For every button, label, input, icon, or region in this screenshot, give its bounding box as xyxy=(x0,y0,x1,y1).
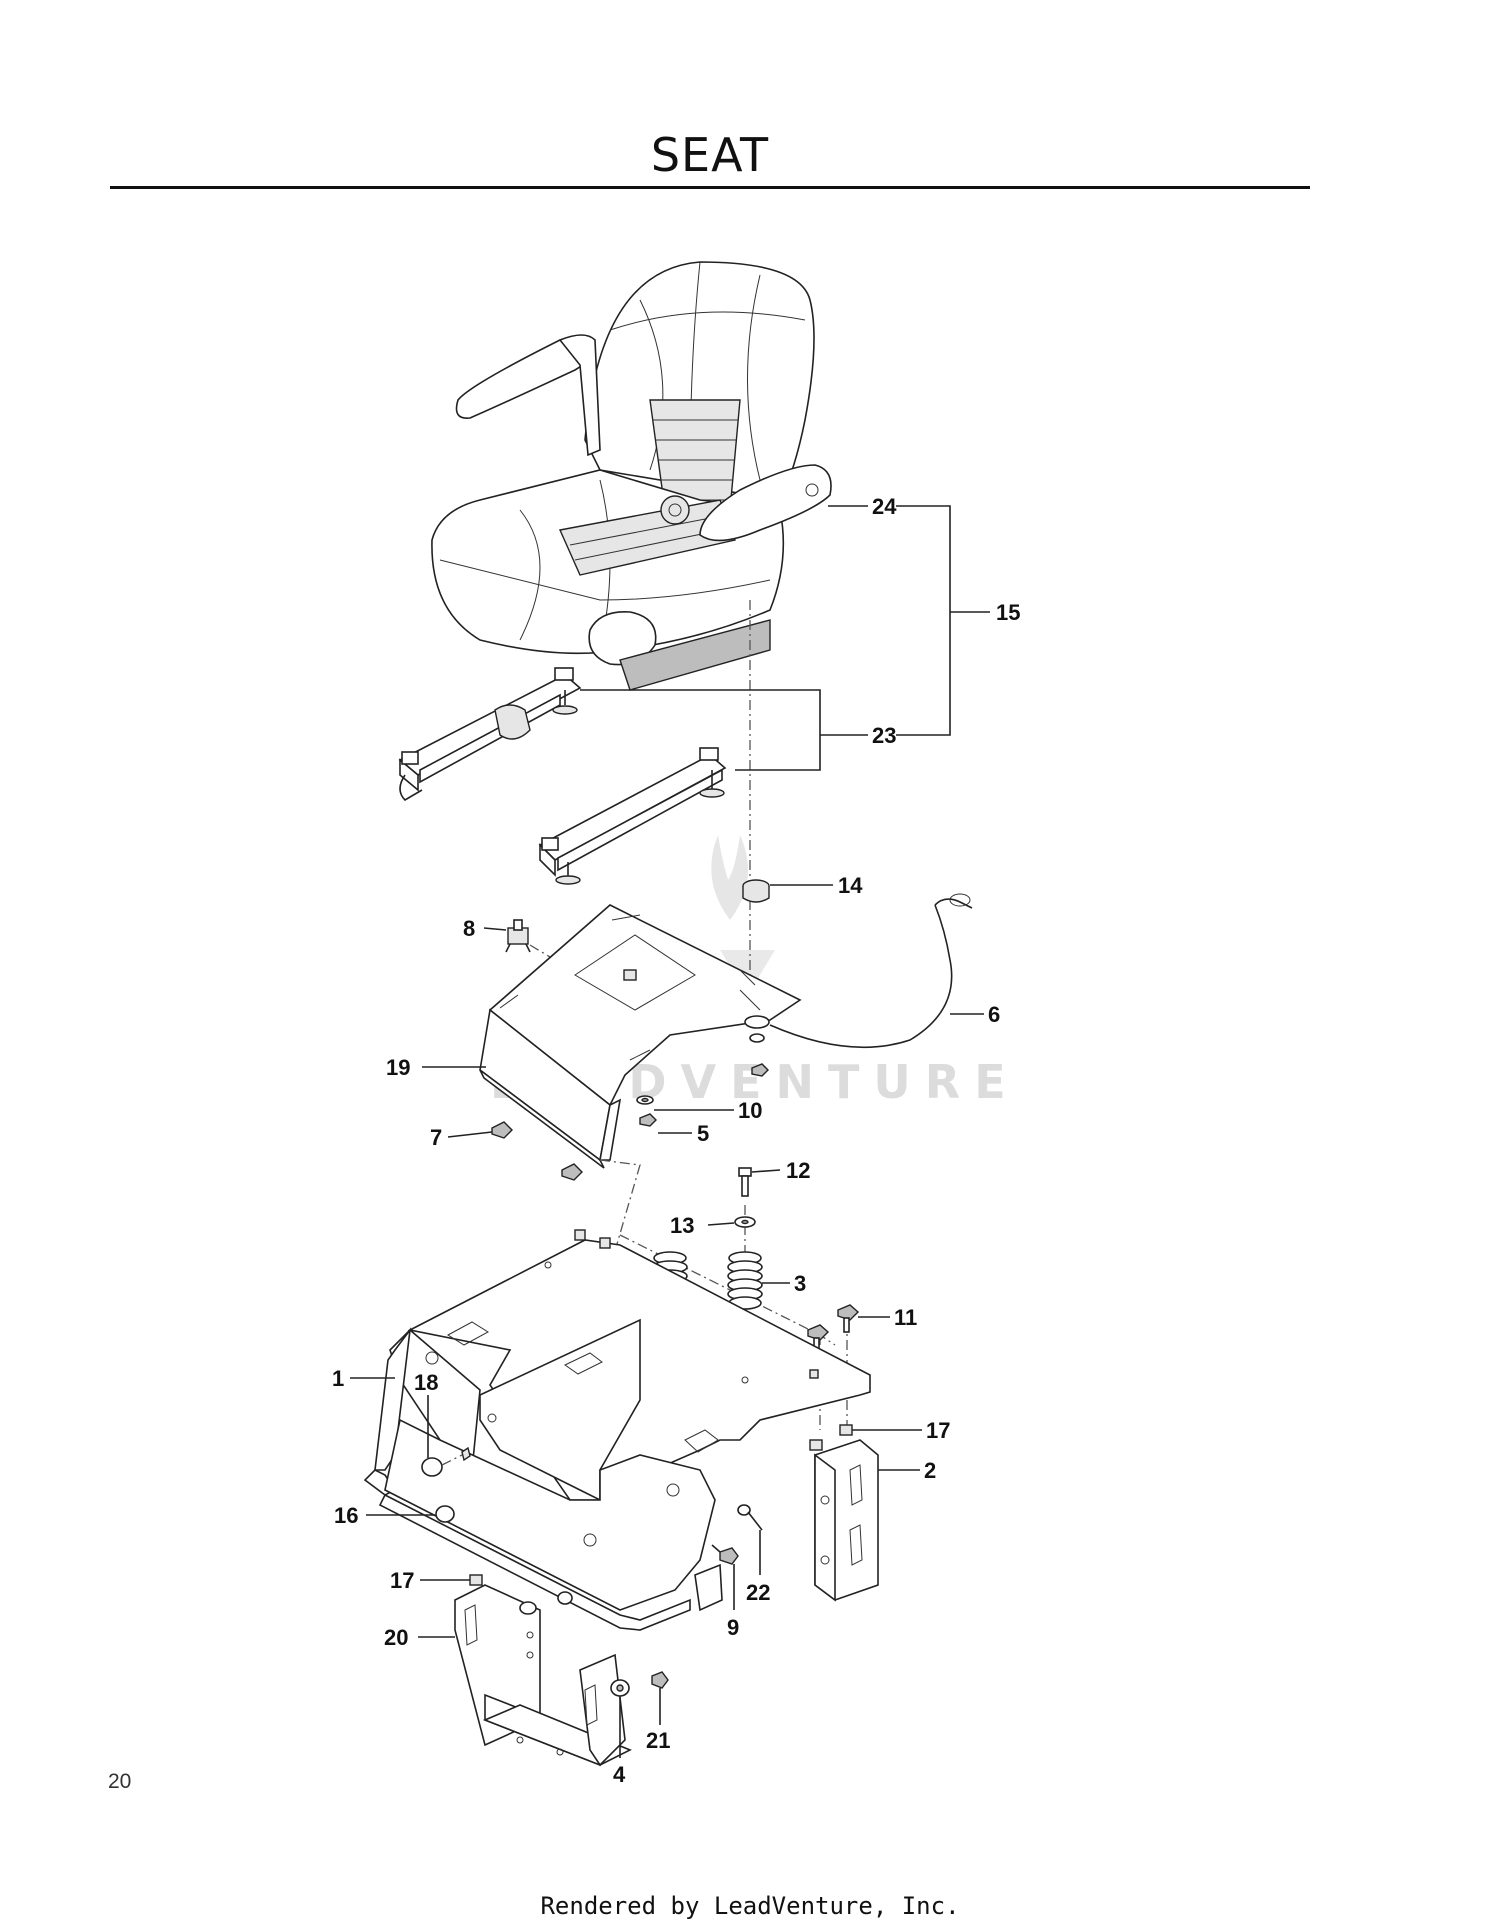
callout-7: 7 xyxy=(430,1125,442,1150)
callout-labels: 24 15 23 14 8 6 19 10 5 7 12 13 3 11 1 1… xyxy=(332,494,1020,1787)
callout-24: 24 xyxy=(872,494,897,519)
callout-1: 1 xyxy=(332,1366,344,1391)
callout-5: 5 xyxy=(697,1121,709,1146)
callout-11: 11 xyxy=(894,1305,917,1330)
seat-pan xyxy=(479,904,802,1169)
callout-10: 10 xyxy=(738,1098,762,1123)
plug-18 xyxy=(421,1446,471,1477)
callout-23: 23 xyxy=(872,723,896,748)
callout-19: 19 xyxy=(386,1055,410,1080)
seat-slide-rails xyxy=(398,667,727,885)
callout-13: 13 xyxy=(670,1213,694,1238)
callout-14: 14 xyxy=(838,873,863,898)
washer-10 xyxy=(636,1095,654,1105)
washer-4 xyxy=(610,1679,630,1697)
pin-22 xyxy=(737,1504,763,1531)
page-number: 20 xyxy=(108,1770,132,1793)
bolt-12 xyxy=(738,1167,752,1197)
callout-15: 15 xyxy=(996,600,1020,625)
bolts-11 xyxy=(807,1304,860,1353)
washer-13 xyxy=(734,1216,756,1228)
seat-cable xyxy=(744,893,973,1077)
footer-text: Rendered by LeadVenture, Inc. xyxy=(540,1892,960,1920)
title-rule xyxy=(110,186,1310,189)
plug-16 xyxy=(435,1505,455,1523)
callout-21: 21 xyxy=(646,1728,670,1753)
nut-7 xyxy=(491,1121,583,1181)
callout-20: 20 xyxy=(384,1625,408,1650)
bolt-9 xyxy=(711,1544,739,1565)
callout-16: 16 xyxy=(334,1503,358,1528)
callout-8: 8 xyxy=(463,916,475,941)
seat-assembly xyxy=(431,261,832,691)
nut-21 xyxy=(651,1671,669,1689)
callout-22: 22 xyxy=(746,1580,770,1605)
bracket-2 xyxy=(814,1439,879,1602)
page-title: SEAT xyxy=(650,128,770,182)
callout-9: 9 xyxy=(727,1615,739,1640)
callout-18: 18 xyxy=(414,1370,438,1395)
callout-17-lower: 17 xyxy=(390,1568,414,1593)
callout-6: 6 xyxy=(988,1002,1000,1027)
rubber-bumper xyxy=(742,879,770,903)
leader-lines xyxy=(350,505,990,1758)
clip-17-lower xyxy=(469,1574,483,1586)
callout-4: 4 xyxy=(613,1762,626,1787)
callout-3: 3 xyxy=(794,1271,806,1296)
nut-5 xyxy=(639,1113,657,1127)
seat-frame xyxy=(363,1229,871,1631)
callout-17-upper: 17 xyxy=(926,1418,950,1443)
callout-2: 2 xyxy=(924,1458,936,1483)
callout-12: 12 xyxy=(786,1158,810,1183)
